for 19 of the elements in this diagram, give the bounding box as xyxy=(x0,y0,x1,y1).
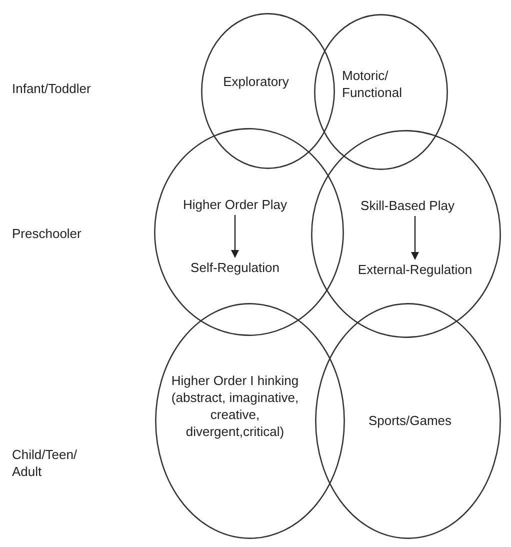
venn-circle xyxy=(155,303,345,539)
venn-circle xyxy=(311,130,501,338)
venn-circle xyxy=(314,14,448,170)
venn-circle xyxy=(201,13,335,169)
text-label: Skill-Based Play xyxy=(360,198,454,213)
row-label: Preschooler xyxy=(12,225,82,242)
venn-circle xyxy=(315,303,501,539)
venn-circle xyxy=(154,128,344,336)
row-label: Infant/Toddler xyxy=(12,80,92,97)
circle-label: Higher Order I hinking (abstract, imaginative, creative, divergent,critical) xyxy=(170,372,300,440)
row-label: Child/Teen/ Adult xyxy=(12,446,78,480)
text-label: External-Regulation xyxy=(358,262,472,277)
circle-label: Exploratory xyxy=(223,73,289,90)
text-label: Higher Order Play xyxy=(182,197,288,212)
circle-label: Motoric/ Functional xyxy=(342,67,403,101)
arrow xyxy=(411,216,419,260)
text-label: Self-Regulation xyxy=(190,260,280,275)
circle-label: Sports/Games xyxy=(368,412,452,429)
arrow xyxy=(231,215,239,258)
